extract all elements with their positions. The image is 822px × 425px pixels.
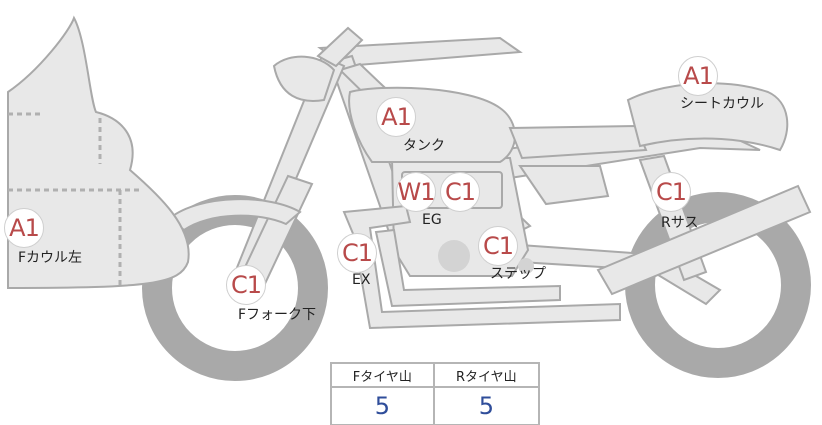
grade-badge-f-cowl-left: A1 [4,208,44,248]
value-rear-tire: 5 [432,386,541,425]
grade-badge-step: C1 [478,226,518,266]
value-front-tire: 5 [330,386,435,425]
crankcase-cover [438,240,470,272]
headlight [272,55,336,102]
label-ex: EX [352,272,371,288]
grade-badge-tank: A1 [376,97,416,137]
front-fairing [7,15,190,290]
label-seat-cowl: シートカウル [680,96,764,112]
grade-badge-eg-w: W1 [396,172,436,212]
seat [508,124,648,160]
label-f-cowl-left: Fカウル左 [18,250,83,266]
header-rear-tire: Rタイヤ山 [432,362,541,388]
muffler [596,184,812,296]
grade-badge-r-sus: C1 [651,172,691,212]
front-fender [168,198,302,232]
grade-badge-f-fork-lower: C1 [226,265,266,305]
label-tank: タンク [403,138,445,154]
grade-badge-eg-c: C1 [440,172,480,212]
label-step: ステップ [490,266,546,282]
tire-tread-table: Fタイヤ山 Rタイヤ山 5 5 [330,362,541,425]
header-front-tire: Fタイヤ山 [330,362,435,388]
rear-wheel [626,193,810,377]
exhaust-pipe [342,204,621,330]
grade-badge-seat-cowl: A1 [678,56,718,96]
label-f-fork-lower: Fフォーク下 [238,307,317,323]
grade-badge-ex: C1 [337,233,377,273]
label-eg: EG [422,212,442,228]
label-r-sus: Rサス [661,215,699,231]
